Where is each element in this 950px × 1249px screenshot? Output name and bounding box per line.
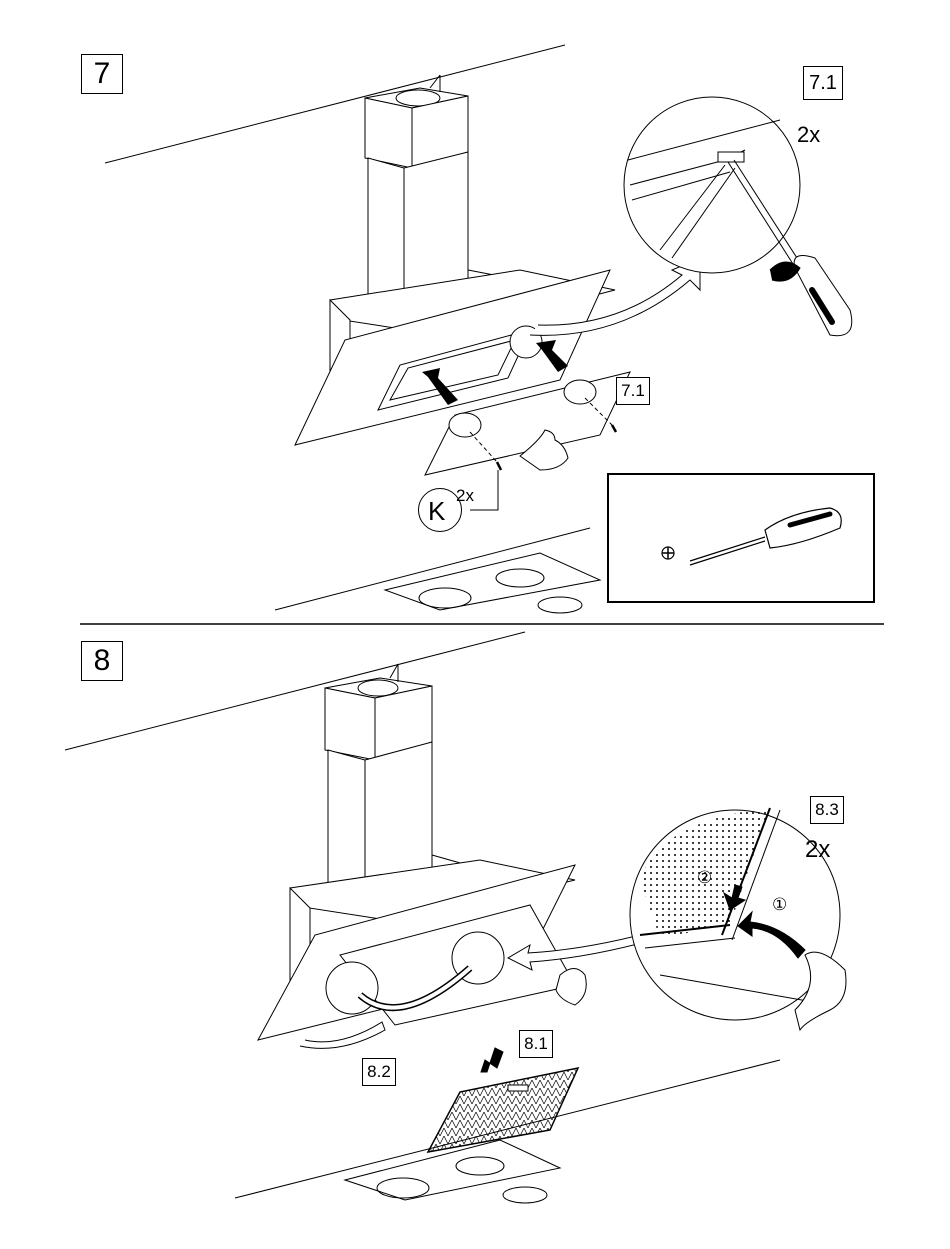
ceiling-line [105,45,565,163]
clip-circle-left [449,413,481,437]
screw-count: 2x [456,486,474,506]
detail-label-7-1: 7.1 [803,66,843,100]
detail-label-8-3: 8.3 [810,796,844,824]
count-label-8: 2x [805,836,830,864]
tool-box [608,474,874,602]
hand-8 [556,969,586,1006]
insert-label-8-1: 8.1 [519,1030,553,1058]
screw-code-letter: K [428,496,445,527]
inline-label-7-1: 7.1 [616,377,650,405]
marker-two: ② [697,868,712,888]
step-number-8: 8 [81,641,123,681]
rotate-arrow-icon [770,262,800,281]
ceiling-line-8 [65,632,525,750]
count-label-7: 2x [797,122,820,148]
step-number-7: 7 [81,54,123,94]
latch-circle-left [326,962,378,1014]
screwdriver-handle-7-1 [794,256,852,336]
remove-label-8-2: 8.2 [362,1058,396,1086]
marker-one: ① [772,895,787,915]
clip-circle-right [564,380,596,404]
hob-8 [345,1140,560,1200]
insert-arrow-8-1 [481,1048,503,1072]
chimney-upper-left [365,98,412,168]
hob [385,553,600,610]
grease-filter [428,1068,578,1152]
